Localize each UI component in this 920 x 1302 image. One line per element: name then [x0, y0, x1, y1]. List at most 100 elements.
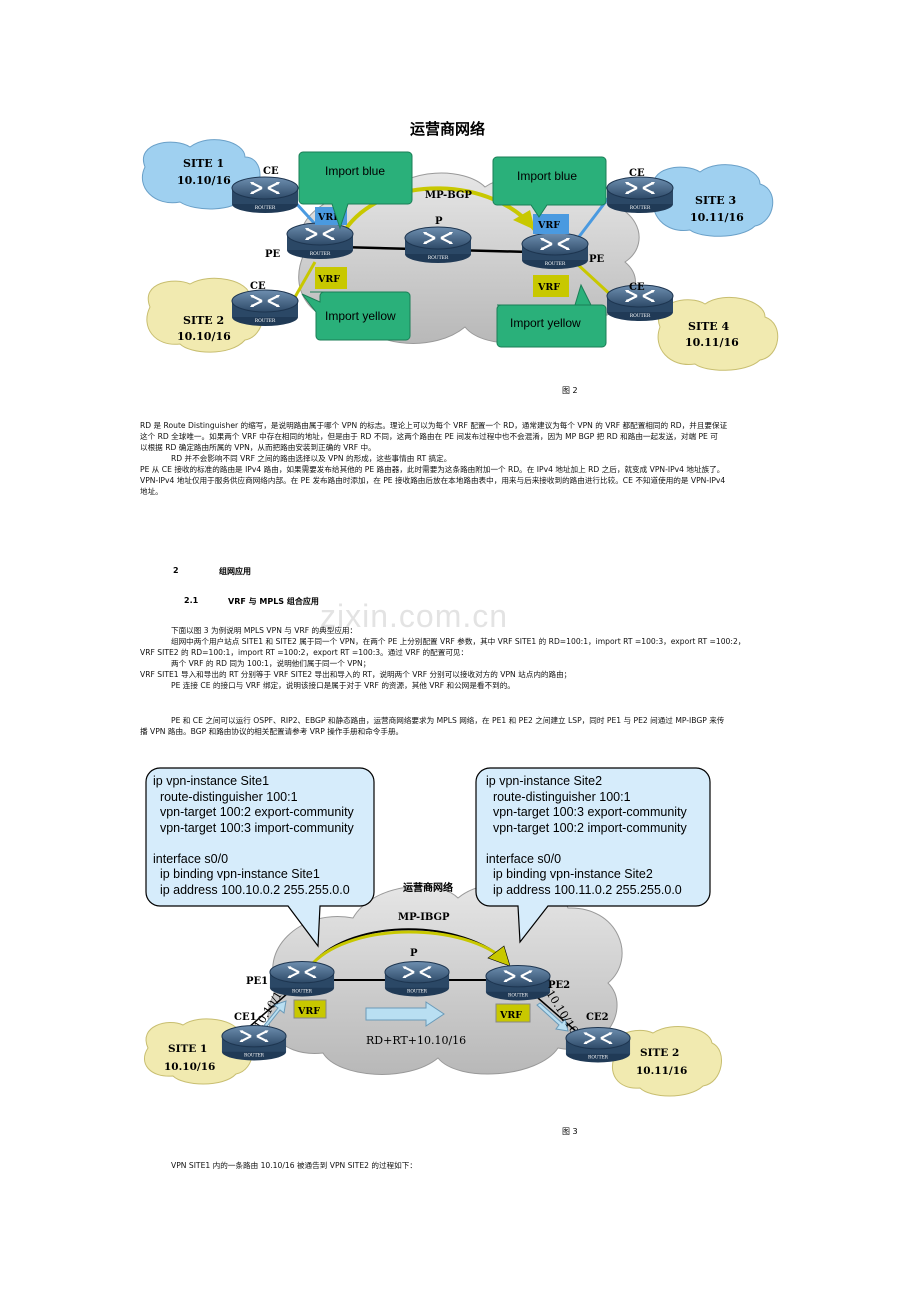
site2-addr: 10.11/16 — [636, 1065, 687, 1077]
watermark: zixin.com.cn — [320, 598, 509, 634]
figure-2-diagram: 运营商网络 SITE 1 10.10/16 SITE 2 10.10/16 SI… — [142, 120, 779, 371]
link-ce2-pe — [293, 261, 317, 298]
p-label: P — [410, 948, 418, 959]
callout-import-yellow-left — [301, 291, 411, 341]
router-p — [383, 960, 451, 998]
fig3-cloud-title: 运营商网络 — [403, 881, 453, 894]
site1-addr: 10.10/16 — [164, 1061, 215, 1073]
figure-3-caption: 图 3 — [562, 1127, 578, 1136]
config-left-line7: ip binding vpn-instance Site1 — [153, 867, 320, 881]
para-rd-line6: VPN-IPv4 地址仅用于服务供应商网络内部。在 PE 发布路由时添加，在 P… — [140, 476, 726, 485]
rd-rt-arrow — [365, 1001, 445, 1027]
subsection-number: 2.1 — [184, 596, 199, 605]
site4-name: SITE 4 — [688, 320, 729, 333]
site2-cloud — [611, 1025, 722, 1097]
router-pe1 — [268, 960, 336, 998]
vrf-yellow-left — [315, 267, 347, 289]
ce2-label: CE2 — [586, 1012, 609, 1023]
config-right-line2: route-distinguisher 100:1 — [486, 789, 631, 804]
vrf-yellow-left-label: VRF — [317, 274, 340, 285]
subsection-title: VRF 与 MPLS 组合应用 — [228, 597, 319, 606]
vrf-pe1-label: VRF — [297, 1006, 320, 1017]
section-number: 2 — [173, 566, 179, 575]
fig2-title: 运营商网络 — [410, 120, 485, 138]
vrf-pe1 — [293, 999, 327, 1019]
mpibgp-label: MP-IBGP — [398, 912, 450, 923]
ce-label-2: CE — [250, 281, 266, 292]
figure-2-caption: 图 2 — [562, 386, 578, 395]
pe1-label: PE1 — [246, 976, 268, 987]
site1-cloud — [142, 139, 261, 210]
link-ce1-pe1 — [247, 992, 289, 1029]
para-rd-line3: 以根据 RD 确定路由所属的 VPN，从而把路由安装到正确的 VRF 中。 — [140, 443, 376, 452]
router-ce1 — [220, 1024, 288, 1062]
router-pe-left — [285, 221, 355, 260]
site2-name: SITE 2 — [183, 314, 224, 327]
router-pe-right — [520, 231, 590, 270]
callout-import-blue-left — [298, 151, 413, 230]
link-pe2-ce2 — [537, 997, 579, 1034]
rd-rt-label: RD+RT+10.10/16 — [366, 1034, 466, 1047]
callout-import-blue-left-text: Import blue — [325, 164, 385, 178]
site1-addr: 10.10/16 — [177, 174, 231, 187]
callout-import-blue-right — [492, 156, 607, 218]
router-ce-site3 — [605, 175, 675, 214]
para-example-line2: 组网中两个用户站点 SITE1 和 SITE2 属于同一个 VPN，在两个 PE… — [171, 637, 746, 646]
config-right-line7: ip binding vpn-instance Site2 — [486, 867, 653, 881]
para-rd-line7: 地址。 — [140, 487, 163, 496]
ce-label-1: CE — [263, 166, 279, 177]
router-pe2 — [484, 964, 552, 1002]
para-example-line1: 下面以图 3 为例说明 MPLS VPN 与 VRF 的典型应用： — [171, 626, 358, 635]
site4-addr: 10.11/16 — [685, 336, 739, 349]
para-rd-line2: 这个 RD 全球唯一。如果两个 VRF 中存在相同的地址，但是由于 RD 不同，… — [140, 432, 718, 441]
router-ce-site2 — [230, 288, 300, 327]
para-protocol-line2: 播 VPN 路由。BGP 和路由协议的相关配置请参考 VRP 操作手册和命令手册… — [140, 727, 404, 736]
link-pe-ce3 — [573, 191, 615, 243]
config-right-line3: vpn-target 100:3 export-community — [486, 805, 687, 819]
mpibgp-arrowhead — [487, 945, 511, 967]
config-left-line4: vpn-target 100:3 import-community — [153, 820, 354, 835]
config-left-line6: interface s0/0 — [153, 851, 229, 866]
router-ce2 — [564, 1026, 632, 1064]
callout-import-yellow-left-text: Import yellow — [325, 309, 396, 323]
site3-addr: 10.11/16 — [690, 211, 744, 224]
para-rd-line5: PE 从 CE 接收的标准的路由是 IPv4 路由，如果需要发布给其他的 PE … — [140, 465, 725, 474]
site4-cloud — [657, 296, 779, 371]
mpbgp-arc — [343, 186, 537, 232]
para-example-line5: VRF SITE1 导入和导出的 RT 分别等于 VRF SITE2 导出和导入… — [140, 670, 572, 679]
callout-import-yellow-right — [496, 283, 607, 348]
ce-label-3: CE — [629, 168, 645, 179]
config-right-line1: ip vpn-instance Site2 — [486, 774, 603, 788]
vrf-yellow-right — [533, 275, 569, 297]
site2-addr: 10.10/16 — [177, 330, 231, 343]
p-label: P — [435, 216, 443, 227]
site3-cloud — [652, 164, 774, 237]
callout-config-right — [475, 767, 711, 944]
vrf-blue-left-label: VRF — [317, 212, 340, 223]
site2-name: SITE 2 — [640, 1047, 679, 1059]
site3-name: SITE 3 — [695, 194, 736, 207]
vrf-blue-right — [533, 214, 569, 234]
route-arrow-right — [536, 1002, 569, 1032]
para-protocol-line1: PE 和 CE 之间可以运行 OSPF、RIP2、EBGP 和静态路由，运营商网… — [171, 716, 725, 725]
config-right-line4: vpn-target 100:2 import-community — [486, 820, 687, 835]
config-left-line1: ip vpn-instance Site1 — [153, 774, 270, 788]
ce-label-4: CE — [629, 282, 645, 293]
para-example-line4: 两个 VRF 的 RD 同为 100:1，说明他们属于同一个 VPN； — [171, 659, 371, 668]
pe2-label: PE2 — [548, 980, 570, 991]
site1-name: SITE 1 — [183, 157, 224, 170]
para-rd-line1: RD 是 Route Distinguisher 的缩写，是说明路由属于哪个 V… — [140, 421, 728, 430]
pe-label-left: PE — [265, 249, 281, 260]
ce1-label: CE1 — [234, 1012, 257, 1023]
router-p — [403, 225, 473, 264]
para-example-line6: PE 连接 CE 的接口与 VRF 绑定，说明该接口是属于对于 VRF 的资源，… — [171, 681, 515, 690]
mpbgp-arrowhead — [513, 210, 535, 230]
vrf-blue-right-label: VRF — [537, 220, 560, 231]
para-example-line3: VRF SITE2 的 RD=100:1，import RT =100:2，ex… — [140, 648, 469, 657]
config-left-line2: route-distinguisher 100:1 — [153, 789, 298, 804]
para-rd-line4: RD 并不会影响不同 VRF 之间的路由选择以及 VPN 的形成，这些事情由 R… — [171, 454, 452, 463]
mpibgp-arc — [311, 930, 508, 965]
pe-label-right: PE — [589, 254, 605, 265]
vrf-pe2 — [495, 1003, 531, 1023]
figure-3-diagram: 运营商网络 SITE 1 10.10/16 SITE 2 10.11/16 MP… — [143, 767, 722, 1097]
